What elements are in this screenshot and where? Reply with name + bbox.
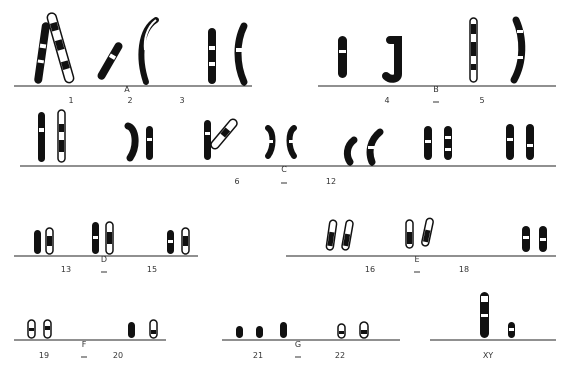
chromosome-label: 22 (335, 351, 345, 360)
chromosome-label: 3 (179, 96, 184, 105)
chromosome-group-a: 1 A 2 3 (34, 12, 244, 105)
chromosome-pair-c5 (347, 132, 380, 162)
chromosome-group-c: 6 C 12 (38, 110, 534, 186)
chromosome-label: 19 (39, 351, 49, 360)
chromosome-pair-c7 (506, 124, 534, 160)
chromosome-label: 20 (113, 351, 123, 360)
chromosome-3-pair (208, 26, 244, 84)
chromosome-pair-g2 (338, 322, 368, 338)
chromosome-pair-c6 (424, 126, 452, 160)
chromosome-label: 13 (61, 265, 71, 274)
chromosome-label: 16 (365, 265, 375, 274)
chromosome-pair-d3 (167, 228, 189, 254)
chromosome-label: 4 (384, 96, 389, 105)
chromosome-group-xy: XY (480, 292, 515, 360)
chromosome-group-b: 4 B 5 (338, 18, 523, 105)
chromosome-group-e: 16 E 18 (326, 218, 547, 274)
group-letter-label: D (101, 255, 107, 264)
chromosome-pair-g1 (236, 322, 287, 338)
chromosome-label: 5 (479, 96, 484, 105)
group-letter-label: G (295, 340, 301, 349)
chromosome-pair-e3 (522, 226, 547, 252)
chromosome-pair-c3 (204, 118, 239, 160)
chromosome-1-pair (34, 12, 75, 84)
group-letter-label: A (124, 85, 130, 94)
baselines (14, 86, 556, 340)
chromosome-pair-e2 (406, 218, 434, 248)
chromosome-group-d: 13 D 15 (34, 222, 189, 274)
chromosome-pair-c4 (266, 128, 296, 156)
chromosome-pair-d2 (92, 222, 113, 254)
chromosome-label: 2 (127, 96, 132, 105)
chromosome-label: 21 (253, 351, 263, 360)
chromosome-label: 12 (326, 177, 336, 186)
group-letter-label: B (433, 85, 439, 94)
group-letter-label: F (82, 340, 87, 349)
chromosome-label: 15 (147, 265, 157, 274)
chromosome-group-g: 21 G 22 (236, 322, 368, 360)
chromosome-4-pair (338, 36, 398, 79)
chromosome-pair-f1 (28, 320, 51, 338)
group-letter-label: C (281, 165, 287, 174)
chromosome-label: 1 (68, 96, 73, 105)
chromosome-5-pair (470, 18, 523, 82)
chromosome-pair-d1 (34, 228, 53, 254)
chromosome-label: 6 (234, 177, 239, 186)
group-letter-label: E (414, 255, 419, 264)
chromosome-label: 18 (459, 265, 469, 274)
chromosome-pair-c1 (38, 110, 65, 162)
chromosome-pair-e1 (326, 220, 354, 251)
chromosome-label: XY (483, 351, 493, 360)
chromosome-2-pair (96, 20, 156, 82)
chromosome-pair-c2 (128, 126, 153, 160)
chromosome-pair-f2 (128, 320, 157, 338)
